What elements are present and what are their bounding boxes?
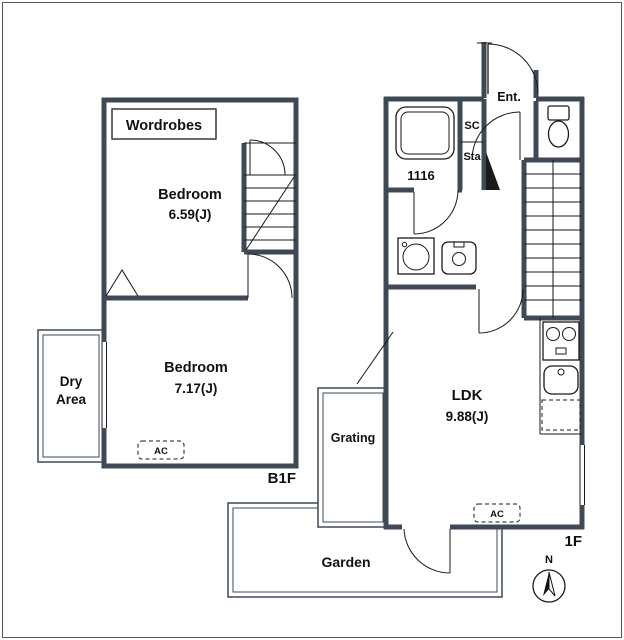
kitchen-sink-icon	[543, 365, 579, 395]
bedroom-upper-name: Bedroom	[158, 187, 222, 203]
b1f-landing-door-arc	[249, 139, 286, 176]
b1f-unit: AC Wordrobes Bedroom 6.59(J) Bedroom 7.1…	[56, 97, 299, 487]
bath-door-arc	[413, 189, 459, 235]
compass-north-label: N	[545, 554, 553, 566]
bedroom-lower-area: 7.17(J)	[175, 381, 218, 396]
f1-stairs	[521, 160, 582, 321]
toilet-icon	[547, 105, 570, 148]
wardrobe-box	[111, 108, 217, 140]
garden-door-arc	[403, 528, 451, 574]
washbasin-icon	[441, 241, 477, 275]
grating-opening-mark	[356, 331, 394, 385]
f1-unit: AC Ent. 1116 SC Sta LDK 9.88(J) Grating …	[321, 42, 586, 574]
b1f-bedroom-door-arc	[247, 253, 293, 299]
stove-icon	[542, 321, 580, 361]
b1f-window	[101, 342, 108, 428]
grating-label: Grating	[331, 431, 375, 445]
b1f-floor-label: B1F	[268, 470, 296, 487]
fridge-space	[541, 399, 581, 431]
compass-needle-left	[543, 572, 549, 596]
b1f-ac-label: AC	[154, 446, 168, 457]
bath-size-label: 1116	[407, 168, 435, 183]
door-pocket-mark	[486, 152, 500, 190]
kitchen	[539, 318, 582, 435]
entrance-label: Ent.	[497, 90, 521, 104]
bedroom-upper-area: 6.59(J)	[169, 207, 212, 222]
b1f-ac-unit: AC	[137, 440, 185, 460]
washing-machine-icon	[397, 237, 435, 275]
entrance-door	[477, 42, 539, 98]
grating-area	[317, 387, 389, 528]
ldk-window	[579, 445, 586, 505]
compass-icon: N	[532, 554, 566, 603]
dry-area-label-line2: Area	[56, 392, 87, 407]
bedroom-lower-name: Bedroom	[164, 360, 228, 376]
wardrobe-label: Wordrobes	[126, 118, 202, 134]
bathroom	[386, 99, 487, 193]
f1-ac-label: AC	[490, 509, 504, 520]
f1-outer-wall	[383, 96, 585, 530]
compass-needle-right	[548, 571, 556, 597]
ldk-name: LDK	[452, 387, 483, 404]
f1-ac-unit: AC	[473, 503, 521, 523]
folding-door-mark	[105, 269, 139, 297]
ldk-area: 9.88(J)	[446, 409, 489, 424]
garden-label: Garden	[321, 554, 370, 570]
dry-area-label-line1: Dry	[60, 374, 83, 389]
b1f-outer-wall	[101, 97, 299, 469]
ldk-door-arc	[478, 288, 524, 334]
dry-area	[37, 329, 105, 463]
b1f-stairs	[241, 142, 296, 255]
washroom	[386, 237, 477, 290]
hall-door-arc	[471, 111, 521, 190]
bathtub-icon	[395, 106, 455, 160]
storage-label: Sta	[463, 151, 481, 163]
f1-floor-label: 1F	[564, 533, 582, 550]
shoe-closet-label: SC	[464, 120, 479, 132]
